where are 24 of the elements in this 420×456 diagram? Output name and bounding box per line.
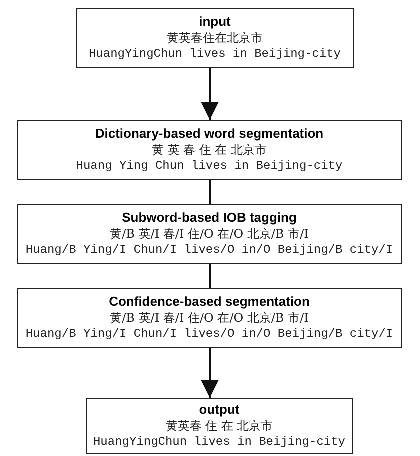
process-box bbox=[17, 288, 402, 348]
process-box bbox=[76, 8, 354, 68]
english-sentence: Huang/B Ying/I Chun/I lives/O in/O Beijing/B city/I bbox=[26, 327, 394, 342]
node-heading: input bbox=[199, 14, 231, 30]
english-sentence: HuangYingChun lives in Beijing-city bbox=[88, 47, 342, 62]
process-box bbox=[17, 120, 402, 180]
node-heading: Subword-based IOB tagging bbox=[122, 210, 297, 226]
connector-line bbox=[209, 264, 211, 288]
chinese-sentence: 黄/B 英/I 春/I 住/O 在/O 北京/B 市/I bbox=[110, 310, 309, 327]
chinese-sentence: 黄英春 住 在 北京市 bbox=[166, 418, 274, 435]
process-box bbox=[86, 398, 353, 454]
connector-line bbox=[209, 180, 211, 204]
english-sentence: HuangYingChun lives in Beijing-city bbox=[93, 435, 346, 450]
node-heading: output bbox=[199, 402, 240, 418]
arrow bbox=[201, 348, 219, 398]
chinese-sentence: 黄/B 英/I 春/I 住/O 在/O 北京/B 市/I bbox=[110, 226, 309, 243]
process-box bbox=[17, 204, 402, 264]
english-sentence: Huang Ying Chun lives in Beijing-city bbox=[76, 159, 343, 174]
chinese-sentence: 黄英春住在北京市 bbox=[167, 30, 263, 47]
chinese-sentence: 黄 英 春 住 在 北京市 bbox=[152, 142, 268, 159]
english-sentence: Huang/B Ying/I Chun/I lives/O in/O Beijing/B city/I bbox=[26, 243, 394, 258]
arrow bbox=[201, 68, 219, 120]
node-heading: Dictionary-based word segmentation bbox=[95, 126, 324, 142]
node-heading: Confidence-based segmentation bbox=[109, 294, 310, 310]
